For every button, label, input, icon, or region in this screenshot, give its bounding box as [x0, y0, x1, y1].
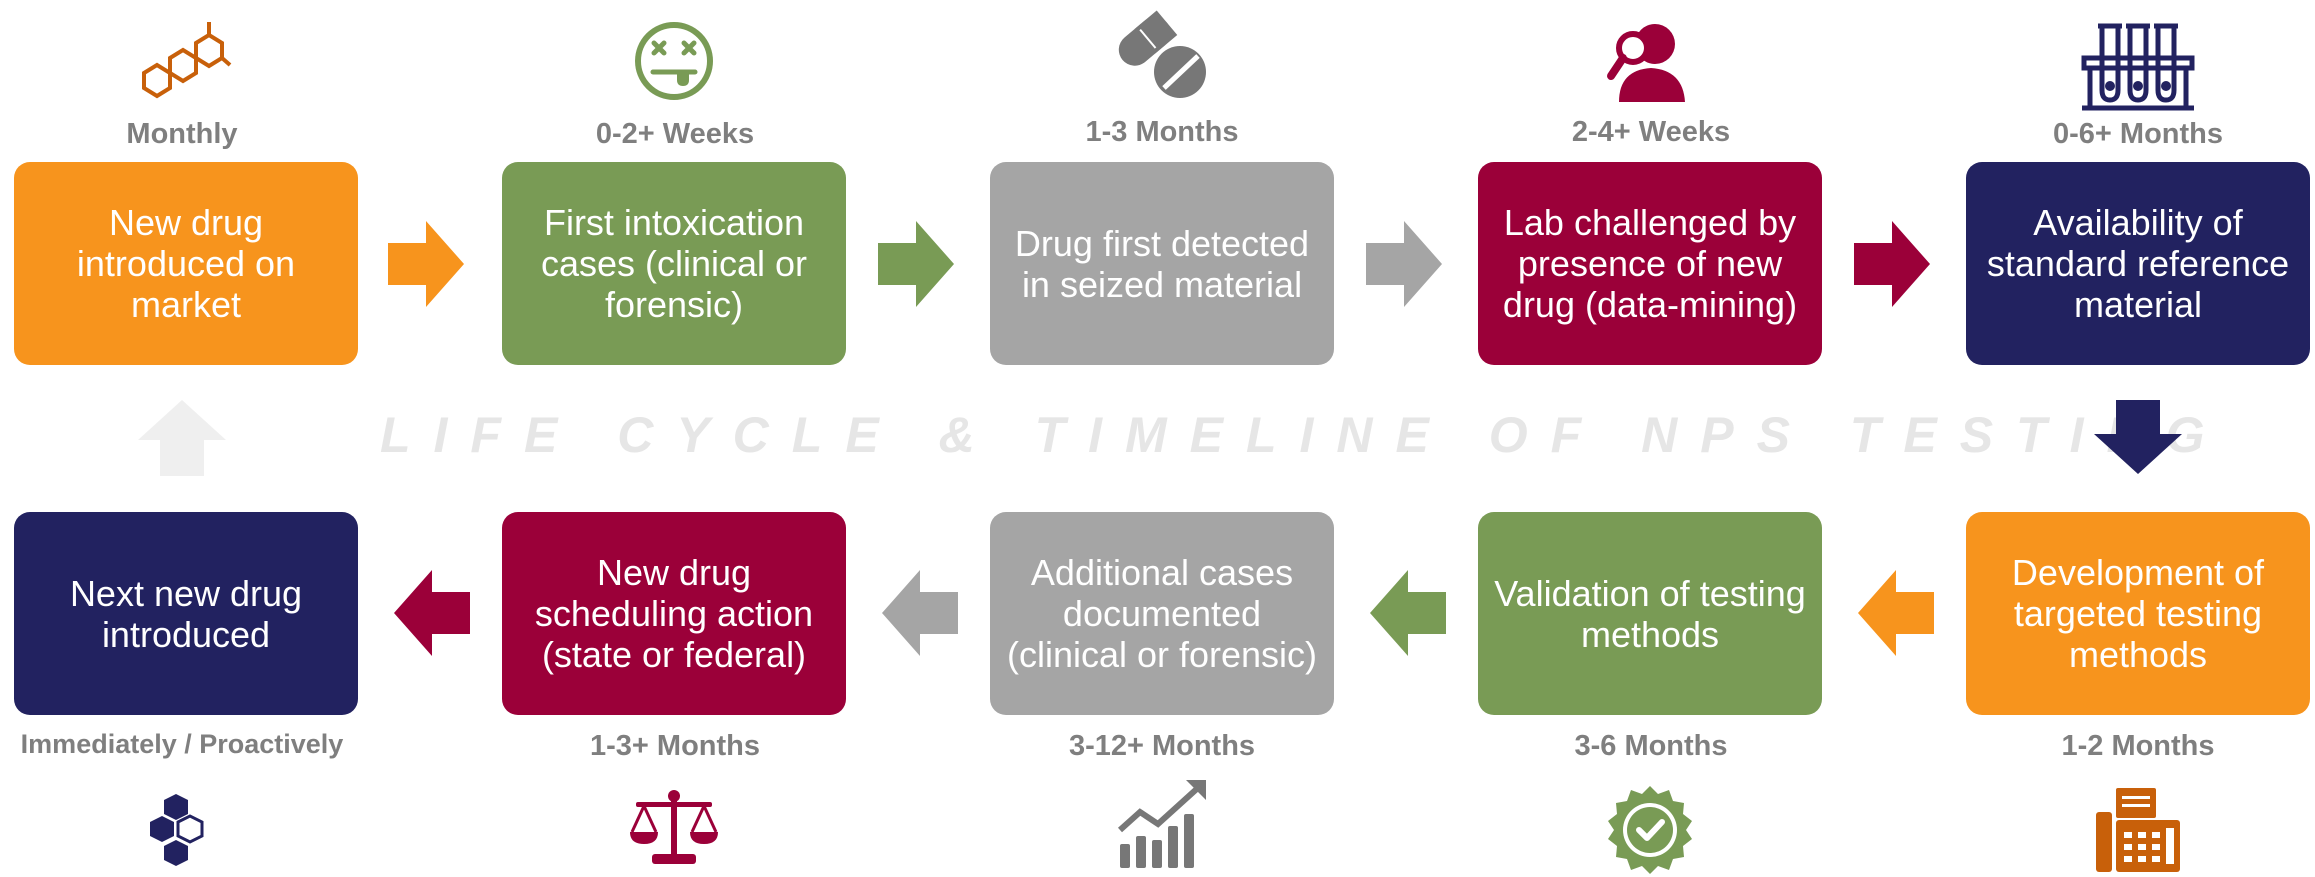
step-5-text: Availability of standard reference mater… — [1986, 202, 2290, 325]
molecule-icon — [142, 22, 232, 99]
step-9-text: New drug scheduling action (state or fed… — [534, 552, 814, 675]
step-2-time: 0-2+ Weeks — [595, 118, 755, 150]
step-10-box: Next new drug introduced — [14, 512, 358, 715]
arrow-down — [2094, 400, 2182, 474]
step-7-box: Validation of testing methods — [1478, 512, 1822, 715]
step-3-time: 1-3 Months — [1085, 116, 1239, 148]
step-1-time: Monthly — [126, 118, 238, 150]
step-9-time: 1-3+ Months — [590, 730, 760, 762]
growth-chart-icon — [1117, 780, 1206, 868]
arrow-right-2 — [878, 221, 954, 307]
fax-machine-icon — [2096, 788, 2180, 872]
arrow-right-1 — [388, 221, 464, 307]
step-8-box: Additional cases documented (clinical or… — [990, 512, 1334, 715]
step-2-box: First intoxication cases (clinical or fo… — [502, 162, 846, 365]
step-2-text: First intoxication cases (clinical or fo… — [540, 202, 808, 325]
step-1-text: New drug introduced on market — [76, 202, 296, 325]
step-3-box: Drug first detected in seized material — [990, 162, 1334, 365]
arrow-left-3 — [1370, 570, 1446, 656]
step-4-time: 2-4+ Weeks — [1571, 116, 1731, 148]
arrow-right-3 — [1366, 221, 1442, 307]
step-8-time: 3-12+ Months — [1068, 730, 1256, 762]
step-6-text: Development of targeted testing methods — [2011, 552, 2265, 675]
diagram-title: LIFE CYCLE & TIMELINE OF NPS TESTING — [380, 407, 2228, 463]
step-6-box: Development of targeted testing methods — [1966, 512, 2310, 715]
step-10-time: Immediately / Proactively — [20, 729, 344, 759]
certified-badge-icon — [1608, 786, 1692, 874]
dizzy-face-icon — [635, 22, 713, 100]
arrow-left-4 — [1858, 570, 1934, 656]
arrow-up-faint — [138, 400, 226, 476]
scales-icon — [630, 790, 718, 864]
arrow-left-1 — [394, 570, 470, 656]
step-7-text: Validation of testing methods — [1494, 572, 1806, 655]
test-tubes-icon — [2081, 23, 2195, 111]
pills-icon — [1118, 10, 1206, 98]
step-3-text: Drug first detected in seized material — [1014, 222, 1310, 305]
step-6-time: 1-2 Months — [2061, 730, 2215, 762]
arrow-left-2 — [882, 570, 958, 656]
step-9-box: New drug scheduling action (state or fed… — [502, 512, 846, 715]
step-5-time: 0-6+ Months — [2053, 118, 2223, 150]
step-8-text: Additional cases documented (clinical or… — [1006, 552, 1318, 675]
hexagon-cluster-icon — [150, 794, 204, 866]
step-10-text: Next new drug introduced — [69, 572, 303, 655]
magnifier-person-icon — [1607, 24, 1685, 102]
arrow-right-4 — [1854, 221, 1930, 307]
step-4-text: Lab challenged by presence of new drug (… — [1502, 202, 1798, 325]
step-4-box: Lab challenged by presence of new drug (… — [1478, 162, 1822, 365]
step-1-box: New drug introduced on market — [14, 162, 358, 365]
step-5-box: Availability of standard reference mater… — [1966, 162, 2310, 365]
step-7-time: 3-6 Months — [1574, 730, 1728, 762]
